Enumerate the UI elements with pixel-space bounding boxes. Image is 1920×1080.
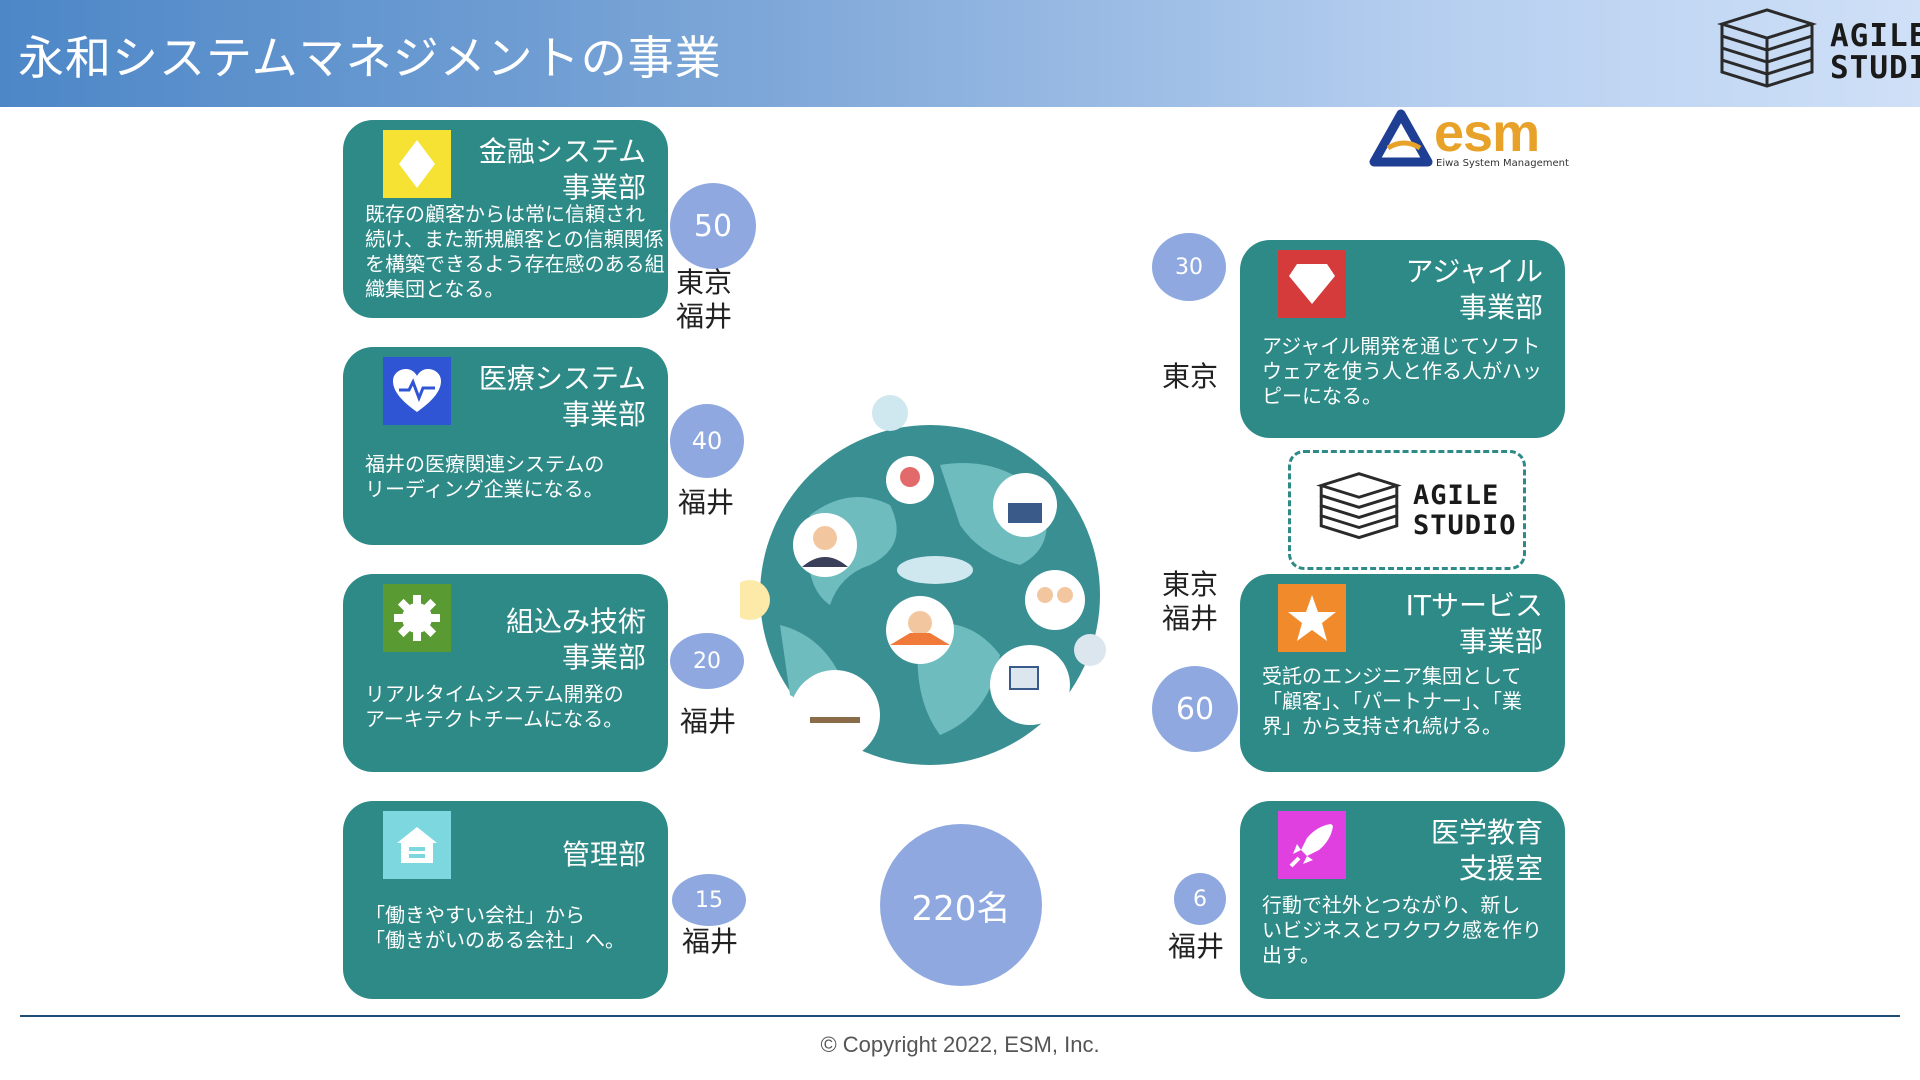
card-title: 医学教育 支援室 bbox=[1430, 816, 1543, 885]
card-finance: 金融システム 事業部 既存の顧客からは常に信頼され 続け、また新規顧客との信頼関… bbox=[343, 120, 668, 318]
card-it-service: ITサービス 事業部 受託のエンジニア集団として 「顧客」、「パートナー」、「業… bbox=[1240, 574, 1565, 772]
diamond-icon bbox=[383, 130, 451, 198]
card-description: 受託のエンジニア集団として 「顧客」、「パートナー」、「業 界」から支持され続け… bbox=[1262, 664, 1522, 738]
location-label: 福井 bbox=[682, 925, 739, 958]
card-embedded: 組込み技術 事業部 リアルタイムシステム開発の アーキテクトチームになる。 bbox=[343, 574, 668, 772]
card-medical-education: 医学教育 支援室 行動で社外とつながり、新し いビジネスとワクワク感を作り 出す… bbox=[1240, 801, 1565, 999]
card-title: 管理部 bbox=[561, 838, 646, 871]
card-medical: 医療システム 事業部 福井の医療関連システムの リーディング企業になる。 bbox=[343, 347, 668, 545]
copyright: © Copyright 2022, ESM, Inc. bbox=[820, 1032, 1100, 1057]
house-icon bbox=[383, 811, 451, 879]
layers-icon bbox=[1716, 8, 1818, 88]
headcount-badge: 15 bbox=[672, 874, 746, 926]
total-headcount: 220名 bbox=[880, 824, 1042, 986]
card-description: 既存の顧客からは常に信頼され 続け、また新規顧客との信頼関係 を構築できるよう存… bbox=[365, 202, 665, 301]
headcount-badge: 60 bbox=[1152, 666, 1238, 752]
card-title: 医療システム 事業部 bbox=[478, 362, 646, 431]
headcount-badge: 20 bbox=[670, 633, 744, 689]
card-description: 福井の医療関連システムの リーディング企業になる。 bbox=[365, 452, 605, 501]
card-description: 行動で社外とつながり、新し いビジネスとワクワク感を作り 出す。 bbox=[1262, 893, 1542, 967]
layers-icon bbox=[1316, 472, 1402, 540]
location-label: 東京 福井 bbox=[1162, 568, 1219, 635]
location-label: 福井 bbox=[678, 486, 735, 519]
headcount-badge: 6 bbox=[1174, 873, 1226, 925]
location-label: 福井 bbox=[680, 705, 737, 738]
location-label: 東京 bbox=[1162, 360, 1219, 393]
globe-illustration bbox=[740, 395, 1106, 765]
card-title: ITサービス 事業部 bbox=[1405, 589, 1543, 658]
page-title: 永和システムマネジメントの事業 bbox=[18, 31, 722, 85]
card-title: アジャイル 事業部 bbox=[1405, 255, 1543, 324]
card-title: 金融システム 事業部 bbox=[478, 135, 646, 204]
card-description: アジャイル開発を通じてソフト ウェアを使う人と作る人がハッ ピーになる。 bbox=[1262, 334, 1542, 408]
card-description: 「働きやすい会社」から 「働きがいのある会社」へ。 bbox=[365, 903, 625, 952]
card-agile: アジャイル 事業部 アジャイル開発を通じてソフト ウェアを使う人と作る人がハッ … bbox=[1240, 240, 1565, 438]
gem-icon bbox=[1278, 250, 1346, 318]
esm-triangle-icon bbox=[1369, 109, 1433, 167]
card-title: 組込み技術 事業部 bbox=[505, 605, 646, 674]
headcount-badge: 30 bbox=[1152, 233, 1226, 301]
rocket-icon bbox=[1278, 811, 1346, 879]
heart-pulse-icon bbox=[383, 357, 451, 425]
star-icon bbox=[1278, 584, 1346, 652]
card-description: リアルタイムシステム開発の アーキテクトチームになる。 bbox=[365, 682, 624, 731]
footer-divider bbox=[20, 1015, 1900, 1017]
headcount-badge: 40 bbox=[670, 404, 744, 478]
gear-icon bbox=[383, 584, 451, 652]
location-label: 福井 bbox=[1168, 930, 1225, 963]
esm-logo: esm Eiwa System Management bbox=[1368, 103, 1569, 174]
headcount-badge: 50 bbox=[670, 183, 756, 269]
location-label: 東京 福井 bbox=[676, 266, 733, 333]
card-administration: 管理部 「働きやすい会社」から 「働きがいのある会社」へ。 bbox=[343, 801, 668, 999]
